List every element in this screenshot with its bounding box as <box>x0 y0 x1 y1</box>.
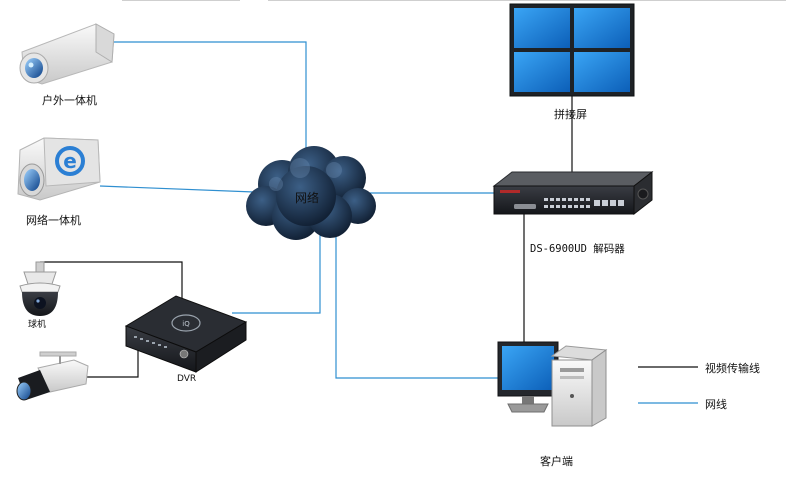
video-wall-label: 拼接屏 <box>554 108 587 121</box>
cloud-icon <box>246 146 376 240</box>
link-dvr-to-cloud <box>232 232 321 314</box>
svg-text:iQ: iQ <box>182 320 190 328</box>
dvr-label: DVR <box>177 374 197 384</box>
legend-video-label: 视频传输线 <box>705 362 760 375</box>
svg-text:e: e <box>63 149 77 173</box>
ie-camera-icon: e <box>17 137 101 201</box>
client-label: 客户端 <box>540 455 573 468</box>
desktop-pc-icon <box>497 341 608 427</box>
box-camera-icon <box>16 351 89 401</box>
link-network-camera-to-cloud <box>99 185 255 193</box>
link-cloud-to-client <box>335 232 500 379</box>
cloud-label: 网络 <box>295 191 320 205</box>
link-boxcam-to-dvr <box>86 350 139 378</box>
video-links <box>40 96 698 378</box>
decoder-icon <box>492 170 654 216</box>
network-links <box>99 41 698 404</box>
dome-camera-icon <box>19 261 61 316</box>
dome-camera-label: 球机 <box>28 320 47 330</box>
network-camera-label: 网络一体机 <box>26 214 81 227</box>
link-outdoor-to-cloud <box>112 41 307 160</box>
video-wall-icon <box>509 3 635 97</box>
outdoor-camera-label: 户外一体机 <box>42 94 97 107</box>
decoder-label: DS-6900UD 解码器 <box>530 243 625 255</box>
bullet-camera-icon <box>19 23 115 85</box>
dvr-icon: iQ <box>124 295 248 373</box>
link-dome-to-dvr <box>40 261 183 300</box>
legend-network-label: 网线 <box>705 398 727 411</box>
